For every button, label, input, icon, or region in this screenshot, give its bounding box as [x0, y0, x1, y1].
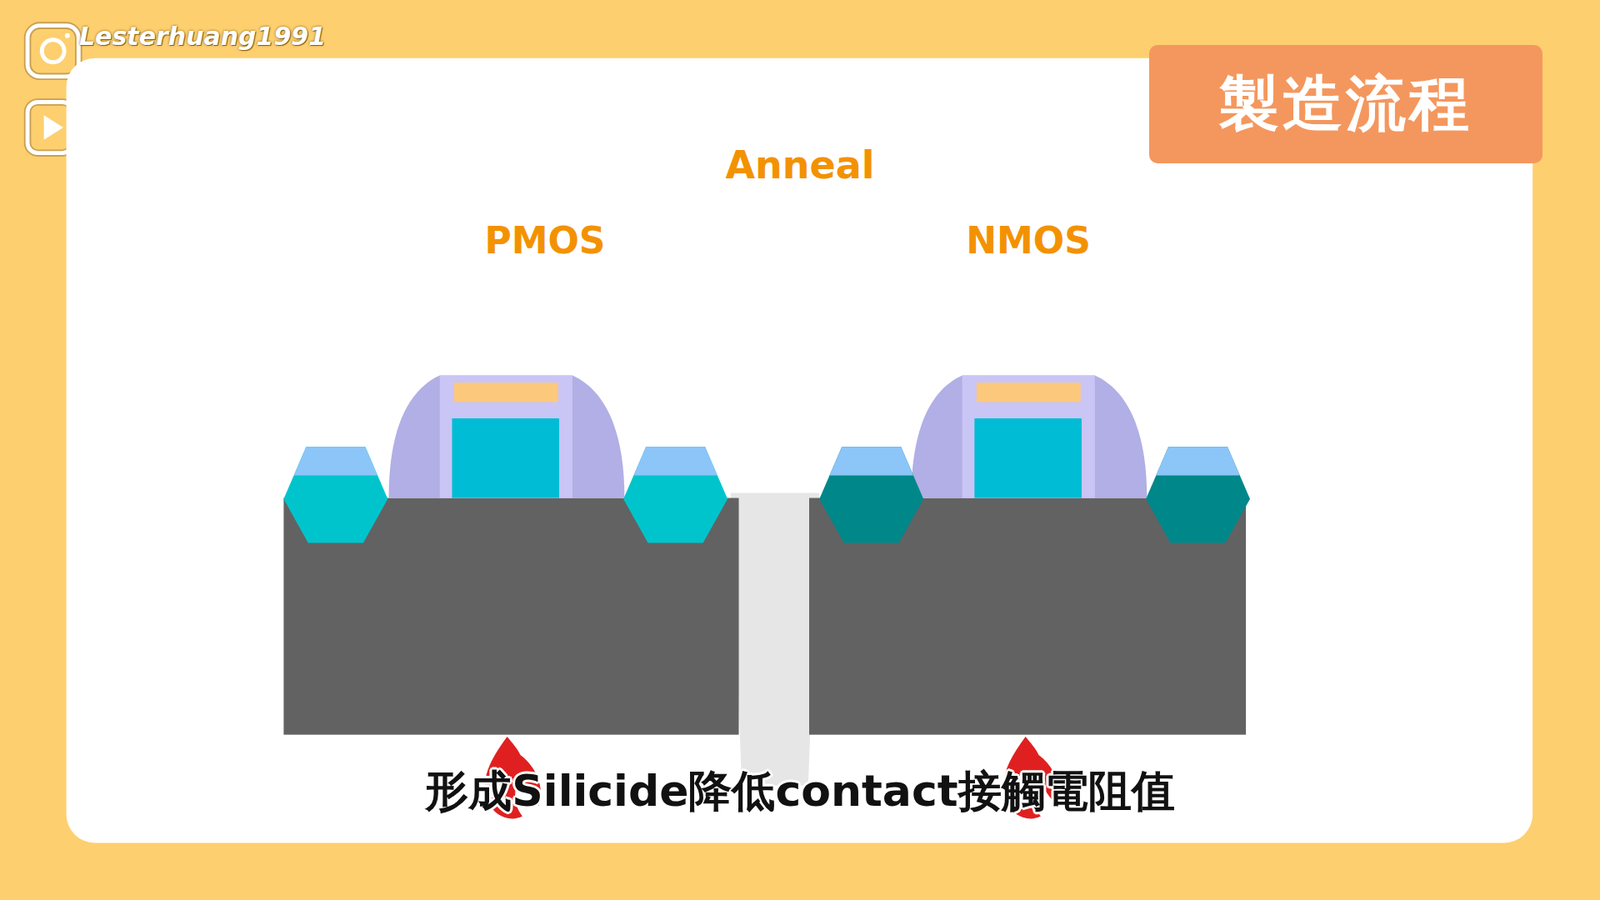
sd-silicide — [1155, 446, 1240, 475]
shallow-trench-isolation — [730, 492, 820, 785]
instagram-icon — [27, 25, 79, 77]
slide-panel — [66, 58, 1534, 844]
sd-silicide — [294, 446, 378, 475]
nmos-gate — [910, 375, 1147, 499]
slide-title: Anneal — [725, 142, 875, 188]
gate-liner — [440, 375, 573, 499]
watermark: Lesterhuang1991 — [79, 21, 326, 51]
section-tag: 製造流程 — [1149, 45, 1543, 164]
icon-shadow — [27, 25, 79, 77]
icon-lens — [41, 40, 65, 63]
gate-spacer — [910, 375, 1147, 499]
icon-outline — [27, 101, 73, 153]
gate-silicide — [976, 382, 1081, 402]
gate-electrode — [451, 418, 560, 499]
sige-epi — [623, 446, 728, 543]
sige-epi — [283, 446, 388, 543]
youtube-icon — [27, 101, 73, 153]
sd-silicide — [830, 446, 914, 475]
gate-electrode — [974, 418, 1082, 499]
gate-silicide — [454, 382, 559, 402]
sic-epi — [1145, 446, 1250, 543]
icon-dot — [65, 33, 70, 39]
tag-text: 製造流程 — [1219, 64, 1473, 145]
icon-shadow — [27, 101, 73, 153]
device-label: NMOS — [965, 219, 1091, 262]
sic-epi — [819, 446, 924, 543]
gate-liner — [962, 375, 1095, 499]
sd-silicide — [633, 446, 717, 475]
device-label: PMOS — [484, 219, 605, 262]
subtitle: 形成Silicide降低contact接觸電阻值 — [425, 762, 1175, 821]
gate-spacer — [389, 375, 625, 499]
icon-play — [44, 115, 64, 140]
pmos-gate — [389, 375, 625, 499]
pmos-source-drain — [283, 446, 728, 543]
nmos-source-drain — [819, 446, 1250, 543]
icon-outline — [27, 25, 79, 77]
